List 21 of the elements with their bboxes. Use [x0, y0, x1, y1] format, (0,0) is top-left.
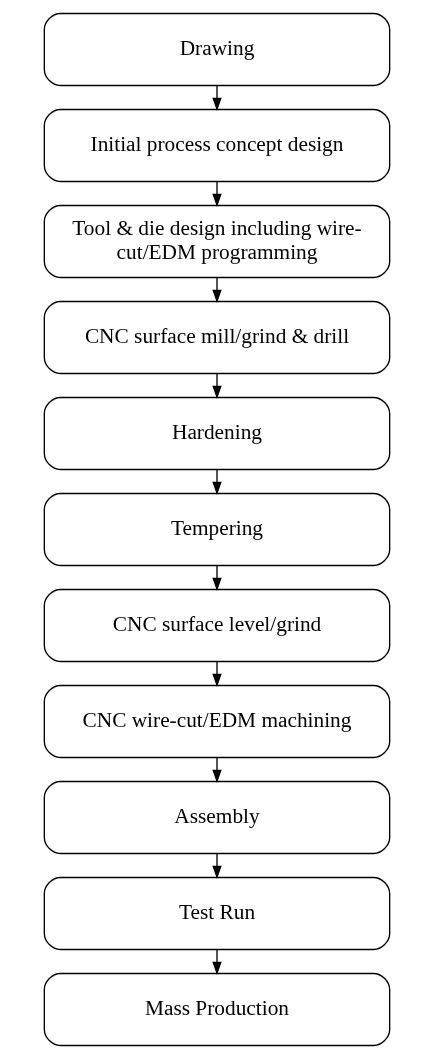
- node-box: Initial process concept design: [43, 108, 391, 183]
- arrow: [212, 660, 222, 688]
- arrow: [212, 84, 222, 112]
- node-box: CNC wire-cut/EDM machining: [43, 684, 391, 759]
- node-box: Mass Production: [43, 972, 391, 1047]
- arrow: [212, 276, 222, 304]
- node-box: Tool & die design including wire-cut/EDM programming: [43, 204, 391, 279]
- arrow: [212, 948, 222, 976]
- node-box: Hardening: [43, 396, 391, 471]
- node-box: Test Run: [43, 876, 391, 951]
- node-box: Drawing: [43, 12, 391, 87]
- node-box: CNC surface level/grind: [43, 588, 391, 663]
- arrow: [212, 852, 222, 880]
- arrow: [212, 564, 222, 592]
- arrow: [212, 468, 222, 496]
- arrow: [212, 180, 222, 208]
- arrow: [212, 372, 222, 400]
- arrow: [212, 756, 222, 784]
- node-box: CNC surface mill/grind & drill: [43, 300, 391, 375]
- node-box: Assembly: [43, 780, 391, 855]
- node-box: Tempering: [43, 492, 391, 567]
